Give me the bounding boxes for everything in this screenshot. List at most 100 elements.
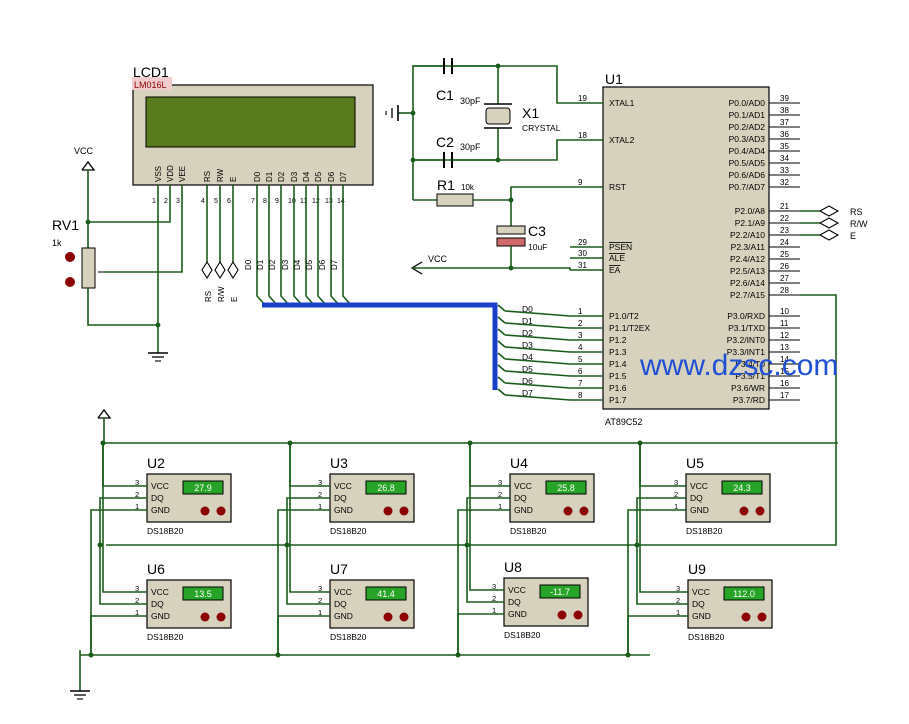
mcu-port1-net-label: D6 xyxy=(522,376,533,386)
sensor-part: DS18B20 xyxy=(330,526,367,536)
sensor-pin-dot xyxy=(399,506,409,516)
sensor-pin-dot xyxy=(200,612,210,622)
lcd-pin-number: 10 xyxy=(288,198,296,205)
wire xyxy=(305,205,315,306)
mcu-port2-net-label: RS xyxy=(850,207,863,217)
pot-pin-dot xyxy=(65,252,75,262)
sensor-pin-dot xyxy=(557,610,567,620)
sensor-pin-label: DQ xyxy=(514,493,527,503)
mcu-pin-label: P2.2/A10 xyxy=(730,230,765,240)
sensor-pin-number: 3 xyxy=(318,478,322,487)
mcu-pin-label: P0.4/AD4 xyxy=(729,146,766,156)
mcu-pin-label: P0.7/AD7 xyxy=(729,182,766,192)
mcu-pin-number: 7 xyxy=(578,379,583,388)
net-terminal-icon xyxy=(227,260,239,280)
wire xyxy=(504,346,571,353)
sensor-pin-label: DQ xyxy=(151,599,164,609)
wire xyxy=(504,382,571,389)
junction-dot xyxy=(508,197,514,203)
sensor-pin-number: 1 xyxy=(498,502,502,511)
wire xyxy=(497,352,506,360)
sensor-pin-number: 1 xyxy=(676,608,680,617)
sensor-reading: 27.9 xyxy=(194,483,212,493)
sensor-pin-dot xyxy=(399,612,409,622)
mcu-pin-number: 12 xyxy=(780,331,789,340)
lcd-ctrl-net-label: RS xyxy=(204,291,213,302)
mcu-pin-number: 2 xyxy=(578,319,583,328)
sensor-pin-label: GND xyxy=(151,505,170,515)
wire xyxy=(504,358,571,365)
sensor-pin-dot xyxy=(216,612,226,622)
sensor-pin-label: DQ xyxy=(334,493,347,503)
wire xyxy=(268,205,278,306)
wire xyxy=(102,443,127,593)
sensor-pin-label: GND xyxy=(334,505,353,515)
lcd-pin-label: D5 xyxy=(314,171,323,182)
lcd-data-net-label: D2 xyxy=(268,259,277,270)
sensor-part: DS18B20 xyxy=(504,630,541,640)
mcu-pin-number: 32 xyxy=(780,178,789,187)
wire xyxy=(497,316,506,324)
lcd-part: LM016L xyxy=(134,80,167,90)
mcu-pin-number: 9 xyxy=(578,178,583,187)
wire xyxy=(90,509,127,655)
sensor-pin-label: VCC xyxy=(690,481,708,491)
mcu-port1-net-label: D4 xyxy=(522,352,533,362)
wire xyxy=(412,267,571,270)
lcd-data-net-label: D6 xyxy=(318,259,327,270)
mcu-pin-number: 25 xyxy=(780,250,789,259)
sensor-ref: U9 xyxy=(688,561,706,577)
sensor-part: DS18B20 xyxy=(147,632,184,642)
sensor-pin-number: 3 xyxy=(674,478,678,487)
sensor-pin-number: 3 xyxy=(135,478,139,487)
sensor-ref: U3 xyxy=(330,455,348,471)
junction-dot xyxy=(464,542,470,548)
mcu-port1-net-label: D1 xyxy=(522,316,533,326)
mcu-ref: U1 xyxy=(605,71,623,87)
sensor-pin-label: GND xyxy=(334,611,353,621)
pot-pin-dot xyxy=(65,277,75,287)
mcu-pin-label: XTAL1 xyxy=(609,98,635,108)
junction-dot xyxy=(275,652,281,658)
junction-dot xyxy=(508,265,514,271)
sensor-part: DS18B20 xyxy=(510,526,547,536)
sensor-pin-label: DQ xyxy=(151,493,164,503)
c3-plate xyxy=(496,225,526,235)
junction-dot xyxy=(495,157,501,163)
sensor-reading: 26.8 xyxy=(377,483,395,493)
pot-vcc-label: VCC xyxy=(74,146,94,156)
lcd-pin-number: 14 xyxy=(337,198,345,205)
mcu-pin-label: P3.4/T0 xyxy=(735,359,765,369)
lcd-ctrl-net-label: E xyxy=(230,297,239,302)
mcu-pin-label: P0.2/AD2 xyxy=(729,122,766,132)
mcu-pin-number: 35 xyxy=(780,142,789,151)
sensor-ref: U2 xyxy=(147,455,165,471)
sensor-pin-number: 3 xyxy=(492,582,496,591)
mcu-pin-number: 26 xyxy=(780,262,789,271)
wire xyxy=(636,497,666,545)
wire xyxy=(497,328,506,336)
mcu-port1-net-label: D0 xyxy=(522,304,533,314)
power-arrow-icon xyxy=(97,408,112,419)
sensor-pin-number: 2 xyxy=(676,596,680,605)
mcu-pin-label: P1.5 xyxy=(609,371,627,381)
sensor-ref: U8 xyxy=(504,559,522,575)
wire xyxy=(497,364,506,372)
mcu-port1-net-label: D3 xyxy=(522,340,533,350)
wire xyxy=(289,443,310,487)
mcu-pin-number: 19 xyxy=(578,94,587,103)
mcu-port2-net-label: E xyxy=(850,231,856,241)
wire xyxy=(87,288,158,326)
wire xyxy=(639,443,666,487)
wire xyxy=(289,443,310,593)
mcu-pin-number: 29 xyxy=(578,238,587,247)
mcu-pin-number: 16 xyxy=(780,379,789,388)
sensor-pin-label: DQ xyxy=(508,597,521,607)
mcu-pin-label: P3.5/T1 xyxy=(735,371,765,381)
lcd-pin-label: VDD xyxy=(166,165,175,182)
sensor-ref: U4 xyxy=(510,455,528,471)
mcu-pin-number: 36 xyxy=(780,130,789,139)
mcu-pin-number: 13 xyxy=(780,343,789,352)
r1-ref: R1 xyxy=(437,177,455,193)
